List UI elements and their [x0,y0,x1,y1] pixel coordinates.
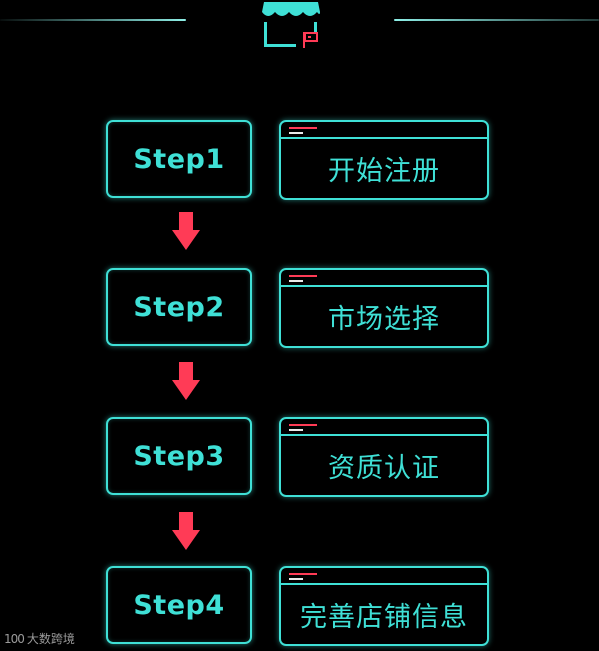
step-2-box: Step2 [106,268,252,346]
step-2-label: Step2 [133,291,225,323]
step-3-window: 资质认证 [279,417,489,497]
step-4-box: Step4 [106,566,252,644]
step-3-box: Step3 [106,417,252,495]
watermark: 100 大数跨境 [4,630,75,647]
window-bar-red [289,424,317,426]
step-1-window: 开始注册 [279,120,489,200]
step-2-window: 市场选择 [279,268,489,348]
window-bar-red [289,573,317,575]
window-bar-white [289,280,303,282]
window-divider [281,583,487,585]
arrow-down-icon [172,512,200,550]
watermark-text: 大数跨境 [26,632,75,646]
step-4-window: 完善店铺信息 [279,566,489,646]
step-3-label: Step3 [133,440,225,472]
step-1-title: 开始注册 [328,156,440,187]
window-divider [281,285,487,287]
window-bar-red [289,127,317,129]
window-bar-white [289,429,303,431]
header-line-left [0,19,186,21]
step-3-title: 资质认证 [328,453,440,484]
header-line-right [394,19,599,21]
step-4-label: Step4 [133,589,225,621]
watermark-logo: 100 [4,631,25,646]
window-divider [281,137,487,139]
window-bar-white [289,132,303,134]
shop-icon [262,2,320,48]
arrow-down-icon [172,362,200,400]
window-bar-red [289,275,317,277]
window-divider [281,434,487,436]
step-4-title: 完善店铺信息 [300,602,468,633]
step-1-box: Step1 [106,120,252,198]
window-bar-white [289,578,303,580]
step-2-title: 市场选择 [328,304,440,335]
arrow-down-icon [172,212,200,250]
step-1-label: Step1 [133,143,225,175]
